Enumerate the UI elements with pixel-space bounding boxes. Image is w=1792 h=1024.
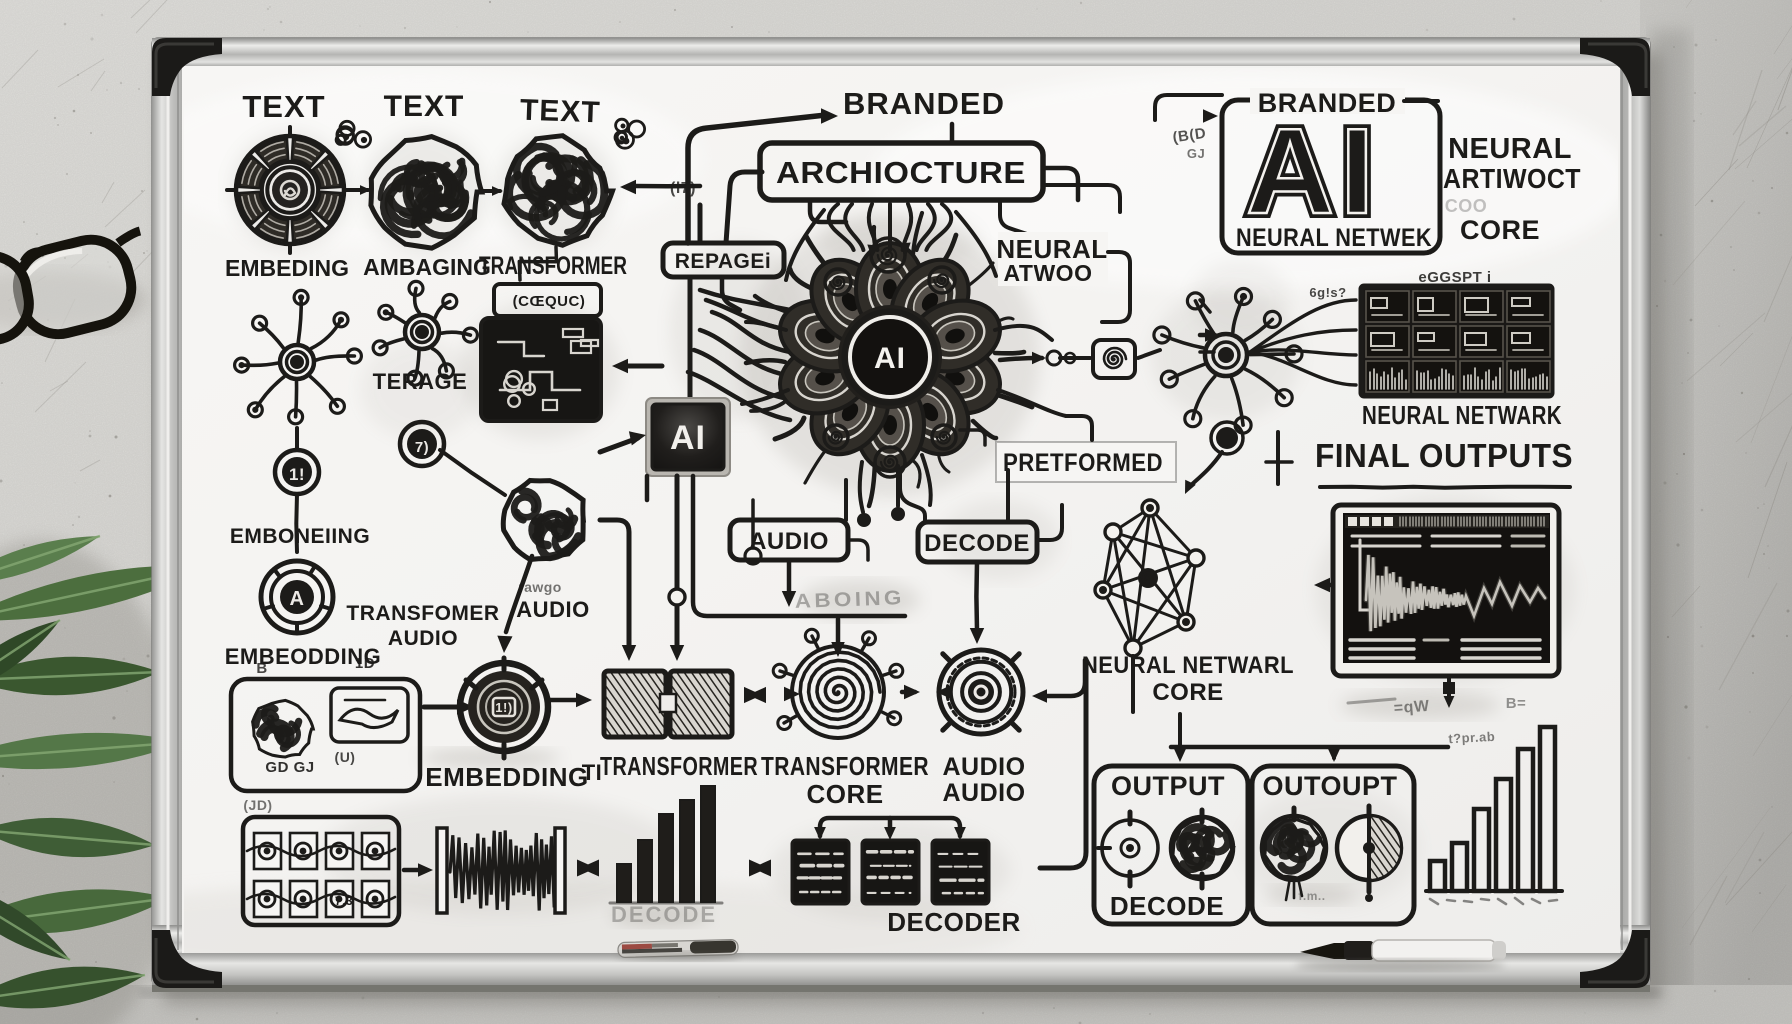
svg-text:DECODE: DECODE [924,530,1030,557]
svg-text:PRETFORMED: PRETFORMED [1003,449,1163,477]
svg-text:f.m..: f.m.. [1298,889,1325,903]
svg-text:rawgo: rawgo [518,579,562,595]
svg-text:AI: AI [1246,103,1380,239]
svg-text:GD GJ: GD GJ [265,759,314,776]
svg-text:(CŒQUC): (CŒQUC) [513,293,586,310]
svg-text:NEURAL: NEURAL [1448,133,1572,165]
svg-text:NEURAL: NEURAL [996,234,1107,264]
svg-text:AI: AI [670,419,706,457]
svg-text:NEURAL NETWARK: NEURAL NETWARK [1362,400,1562,430]
svg-text:AUDIO: AUDIO [516,597,589,622]
svg-text:BRANDED: BRANDED [843,86,1005,121]
svg-text:TI: TI [582,760,603,785]
svg-text:ATWOO: ATWOO [1004,260,1093,286]
svg-text:FINAL OUTPUTS: FINAL OUTPUTS [1315,437,1573,474]
svg-text:EMBEODDING: EMBEODDING [225,644,382,669]
svg-text:DECODER: DECODER [887,907,1021,937]
svg-text:EMBONEIING: EMBONEIING [230,525,370,548]
svg-text:AI: AI [874,342,906,375]
svg-text:AUDIO: AUDIO [388,627,458,650]
svg-text:AMBAGING: AMBAGING [363,254,491,280]
svg-text:OUTPUT: OUTPUT [1111,771,1225,801]
svg-text:B: B [256,660,267,677]
svg-text:CORE: CORE [1152,679,1223,706]
svg-text:AUDIO: AUDIO [942,753,1025,781]
svg-text:1!): 1!) [495,700,512,715]
svg-text:7): 7) [415,439,429,456]
svg-text:ABOING: ABOING [794,587,905,613]
svg-text:ARTIWOCT: ARTIWOCT [1443,163,1581,194]
svg-text:OUTOUPT: OUTOUPT [1262,771,1397,801]
svg-text:t?pr.ab: t?pr.ab [1448,729,1496,746]
svg-text:TRANSFOMER: TRANSFOMER [346,602,499,625]
svg-text:AI: AI [1246,103,1380,239]
svg-text:AUDIO: AUDIO [749,528,829,555]
svg-text:(B(D: (B(D [1172,125,1208,147]
svg-text:BRANDED: BRANDED [1258,88,1397,118]
svg-text:CORE: CORE [1460,215,1540,245]
svg-text:TEXT: TEXT [519,94,601,130]
svg-text:NEURAL NETWARL: NEURAL NETWARL [1082,652,1294,679]
svg-text:A: A [290,588,305,610]
svg-text:DECODE: DECODE [1110,891,1224,921]
svg-text:TRANSFORMER: TRANSFORMER [600,751,758,781]
svg-text:1!: 1! [289,465,305,484]
svg-text:DECODE: DECODE [611,902,717,927]
svg-text:CORE: CORE [806,779,883,809]
svg-text:TRANSFORMER: TRANSFORMER [479,252,627,280]
svg-text:AUDIO: AUDIO [942,779,1025,807]
svg-text:(JD): (JD) [243,797,272,813]
svg-text:ARCHIOCTURE: ARCHIOCTURE [776,155,1026,190]
svg-text:eGGSPT i: eGGSPT i [1418,269,1491,286]
svg-text:COO: COO [1445,196,1488,216]
svg-text:TERAGE: TERAGE [373,369,468,394]
svg-text:7.3: 7.3 [335,894,353,908]
svg-text:TEXT: TEXT [384,90,465,123]
svg-text:REPAGEi: REPAGEi [675,250,771,273]
svg-text:(U): (U) [335,749,356,765]
svg-text:=qW: =qW [1393,698,1430,717]
svg-text:1D: 1D [355,655,375,672]
svg-text:TEXT: TEXT [242,89,325,124]
svg-text:6g!s?: 6g!s? [1309,285,1346,300]
svg-text:EMBEDDING: EMBEDDING [425,762,588,792]
svg-text:GJ: GJ [1187,146,1205,161]
svg-text:B=: B= [1506,695,1527,712]
svg-text:NEURAL NETWEK: NEURAL NETWEK [1236,224,1432,252]
svg-text:EMBEDING: EMBEDING [225,255,349,281]
svg-text:(l7): (l7) [670,180,696,197]
svg-text:TRANSFORMER: TRANSFORMER [761,751,929,781]
